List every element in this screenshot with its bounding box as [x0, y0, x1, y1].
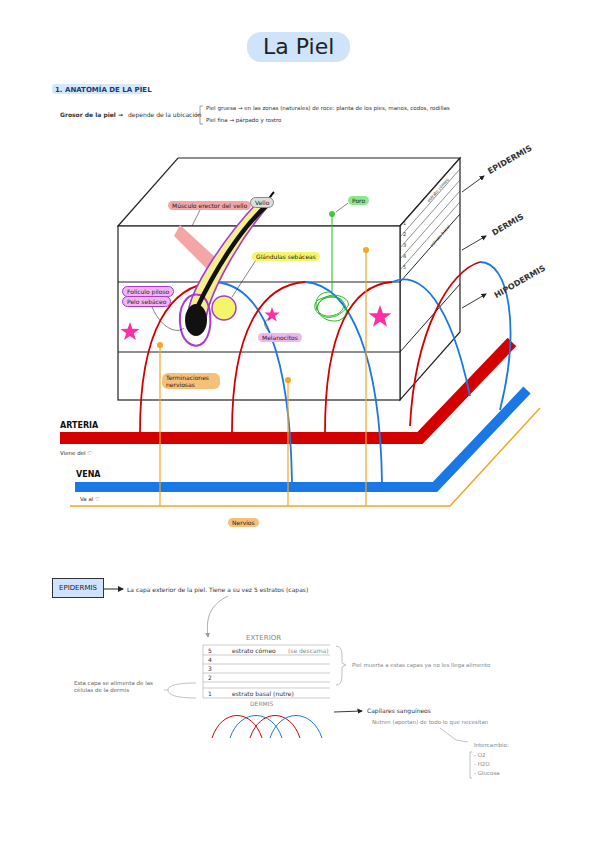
note-label: 2 [208, 674, 212, 681]
note-label: DERMIS [490, 212, 525, 238]
label-pill: Pelo sebáceo [122, 296, 171, 307]
note-label: 4 [403, 253, 406, 259]
note-label: DERMIS [250, 700, 273, 707]
note-label: estrato córneo [232, 647, 276, 654]
label-pill: Vello [250, 197, 274, 208]
node-text: Poro [352, 197, 365, 204]
node-text: Folículo piloso [127, 288, 169, 295]
note-label: Capilares sanguíneos [367, 707, 431, 714]
note-label: 5 [208, 647, 212, 654]
note-label: 1 [208, 690, 212, 697]
node-text: Terminaciones nerviosas [166, 374, 216, 388]
note-label: VENA [76, 470, 101, 480]
note-label: 4 [208, 656, 212, 663]
note-label: Esta capa se alimenta de las células de … [74, 680, 162, 693]
note-label: 1. ANATOMÍA DE LA PIEL [55, 86, 152, 94]
note-label: Va al ♡ [80, 496, 100, 503]
node-text: Pelo sebáceo [127, 298, 166, 305]
note-label: Nutren (aportan) de todo lo que necesita… [372, 719, 488, 726]
note-label: ARTERIA [60, 421, 98, 431]
section-box: EPIDERMIS [52, 578, 104, 598]
note-label: Grosor de la piel → [60, 111, 123, 118]
note-label: Piel fina → párpado y rostro [206, 117, 281, 124]
label-pill: Poro [348, 196, 369, 205]
note-label: 1 [403, 220, 406, 226]
note-label: EPIDERMIS [486, 144, 533, 177]
node-text: Nervios [232, 519, 255, 526]
label-pill: Terminaciones nerviosas [162, 373, 220, 389]
node-text: EPIDERMIS [59, 584, 97, 592]
note-label: Viene del ♡ [60, 450, 92, 457]
label-pill: Glándulas sebáceas [252, 252, 320, 261]
note-label: - O2 [474, 752, 486, 759]
label-pill: Músculo erector del vello [168, 201, 251, 210]
node-text: Vello [255, 199, 269, 206]
note-label: 3 [403, 242, 406, 248]
note-label: - Glucosa [474, 770, 500, 777]
node-text: Músculo erector del vello [172, 202, 247, 209]
note-label: Piel muerta a estas capas ya no les lleg… [352, 662, 490, 669]
title-pill: La Piel [247, 32, 350, 62]
node-text: Melanocitos [262, 334, 298, 341]
note-label: 3 [208, 665, 212, 672]
note-label: 2 [403, 231, 406, 237]
note-label: - H2O [474, 761, 490, 768]
note-label: (se descama) [288, 647, 329, 654]
note-label: Piel gruesa → en las zonas (naturales) d… [206, 105, 450, 112]
note-label: estrato basal (nutre) [232, 690, 294, 697]
note-label: depende de la ubicación [128, 111, 202, 118]
note-label: La capa exterior de la piel. Tiene a su … [127, 586, 308, 593]
label-pill: Melanocitos [258, 333, 302, 342]
note-label: 5 [403, 264, 406, 270]
note-label: EXTERIOR [246, 634, 281, 642]
note-label: Intercambio: [474, 742, 509, 749]
label-pill: Nervios [228, 518, 259, 527]
note-label: HIPODERMIS [493, 264, 547, 301]
node-text: Glándulas sebáceas [256, 253, 316, 260]
